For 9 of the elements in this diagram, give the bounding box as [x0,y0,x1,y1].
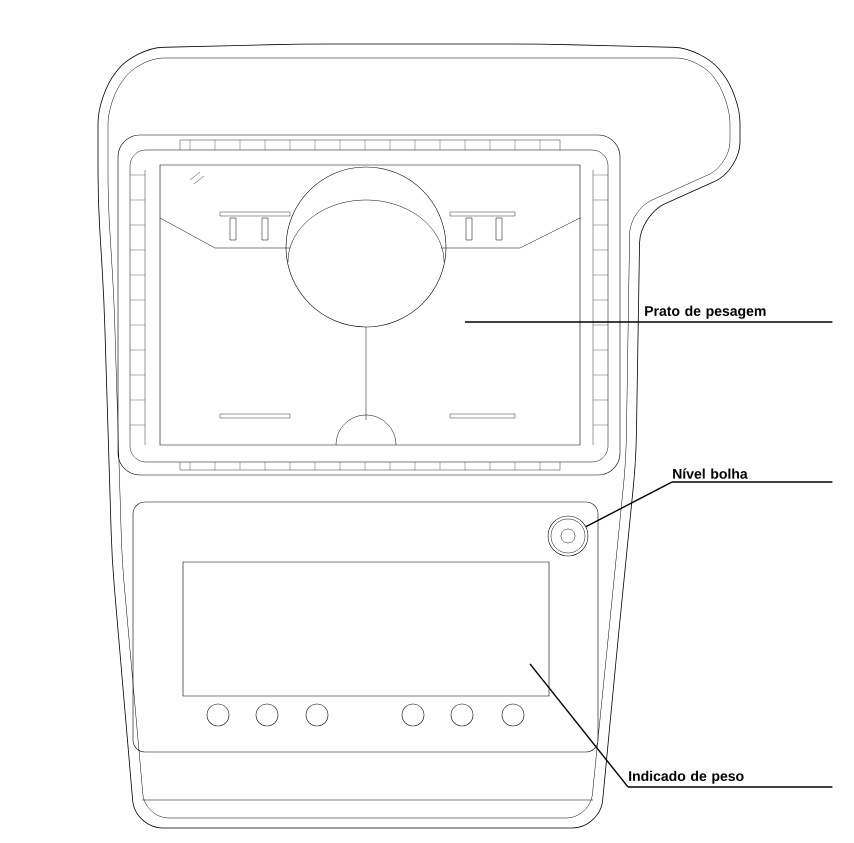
leader-line [586,481,672,528]
weighing-pan [160,164,580,446]
leader-line [465,321,644,323]
callout-label: Indicado de peso [628,770,832,788]
display-screen [182,562,550,696]
callout-label: Nível bolha [672,468,832,483]
bubble-level [548,516,588,556]
leader-line [529,664,629,788]
callout-label: Prato de pesagem [644,306,832,323]
